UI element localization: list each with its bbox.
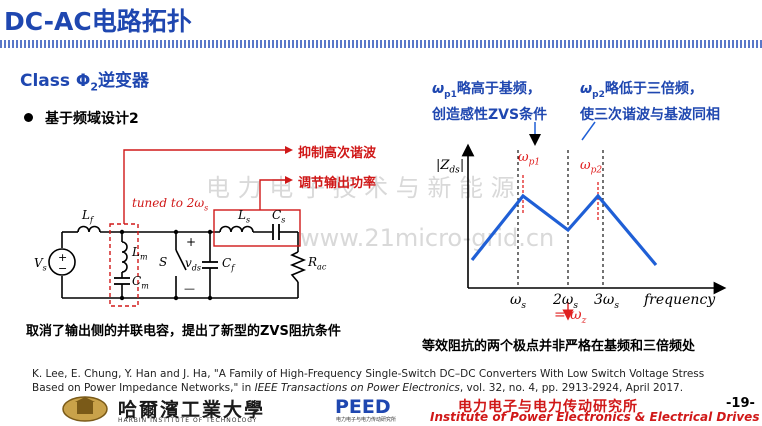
lf-inductor-icon [77, 225, 101, 233]
university-name-en: HARBIN INSTITUTE OF TECHNOLOGY [118, 417, 258, 424]
vs-source-icon [48, 248, 76, 276]
label-wp1: ωp1 [518, 150, 541, 168]
institute-name-en: Institute of Power Electronics & Electri… [430, 410, 760, 424]
plot-caption: 等效阻抗的两个极点并非严格在基频和三倍频处 [422, 339, 696, 354]
cf-capacitor-icon [202, 261, 218, 269]
label-cf: Cf [222, 256, 235, 273]
label-wz: = ωz [554, 307, 587, 326]
impedance-curve [470, 193, 658, 267]
label-cs: Cs [272, 208, 286, 225]
tick-label-ws: ωs [510, 292, 527, 311]
bullet-item: 基于频域设计2 [24, 108, 139, 128]
tick-label-2ws: 2ωs [553, 292, 578, 311]
plot-ylabel: |Zds| [436, 158, 465, 176]
university-name: 哈爾濱工業大學 [118, 399, 266, 421]
bullet-text: 基于频域设计2 [45, 111, 139, 127]
title-divider [0, 40, 762, 48]
ls-inductor-icon [219, 225, 254, 233]
label-plus: + [186, 235, 197, 249]
callout-suppress-harmonics: 抑制高次谐波 [298, 146, 377, 161]
label-minus: — [184, 282, 195, 295]
svg-text:+: + [58, 251, 67, 264]
label-rac: Rac [308, 255, 327, 272]
cs-capacitor-icon [272, 224, 280, 240]
page-title: DC-AC电路拓扑 [4, 7, 192, 36]
callout-adjust-power: 调节输出功率 [298, 176, 377, 191]
peed-logo-subtitle: 电力电子与电力传动研究所 [336, 417, 397, 423]
note-wp1-line1: ωp1略高于基频， [432, 81, 541, 100]
university-logo [60, 394, 110, 422]
label-ls: Ls [238, 208, 251, 225]
rac-resistor-icon [289, 251, 307, 283]
label-vds: vds [185, 256, 202, 273]
circuit-caption: 取消了输出侧的并联电容，提出了新型的ZVS阻抗条件 [26, 324, 341, 339]
section-subtitle: Class Φ2逆变器 [20, 66, 149, 93]
ls-cs-highlight-frame [213, 209, 301, 247]
label-lf: Lf [82, 208, 93, 225]
note-wp2-line1: ωp2略低于三倍频， [580, 81, 703, 100]
reference-citation: K. Lee, E. Chung, Y. Han and J. Ha, "A F… [32, 368, 705, 394]
bullet-dot-icon [24, 113, 33, 122]
circuit-diagram: + − [48, 146, 307, 307]
institute-name-cn: 电力电子与电力传动研究所 [458, 399, 638, 415]
page-number: -19- [726, 396, 755, 411]
impedance-plot [461, 121, 727, 321]
label-vs: Vs [34, 256, 47, 273]
note-wp2-line2: 使三次谐波与基波同相 [580, 107, 720, 123]
lm-cm-highlight-frame [109, 223, 139, 307]
plot-xlabel: frequency [644, 292, 716, 308]
label-cm: Cm [132, 274, 149, 291]
label-s: S [159, 255, 168, 269]
label-wp2: ωp2 [580, 158, 603, 176]
label-lm: Lm [132, 245, 148, 262]
subtitle-prefix: Class Φ [20, 71, 91, 91]
svg-text:−: − [58, 262, 67, 275]
subtitle-suffix: 逆变器 [98, 71, 150, 91]
watermark-line-2: www.21micro-grid.cn [300, 224, 555, 252]
peed-logo: PEED [335, 396, 391, 418]
tick-label-3ws: 3ωs [594, 292, 619, 311]
cm-capacitor-icon [114, 277, 130, 285]
tuned-annotation: tuned to 2ωs [132, 196, 209, 213]
note-wp1-line2: 创造感性ZVS条件 [432, 107, 548, 123]
watermark-line-1: 电 力 电 子 技 术 与 新 能 源 [206, 174, 515, 202]
subtitle-subscript: 2 [90, 80, 99, 94]
lm-inductor-icon [121, 241, 128, 273]
